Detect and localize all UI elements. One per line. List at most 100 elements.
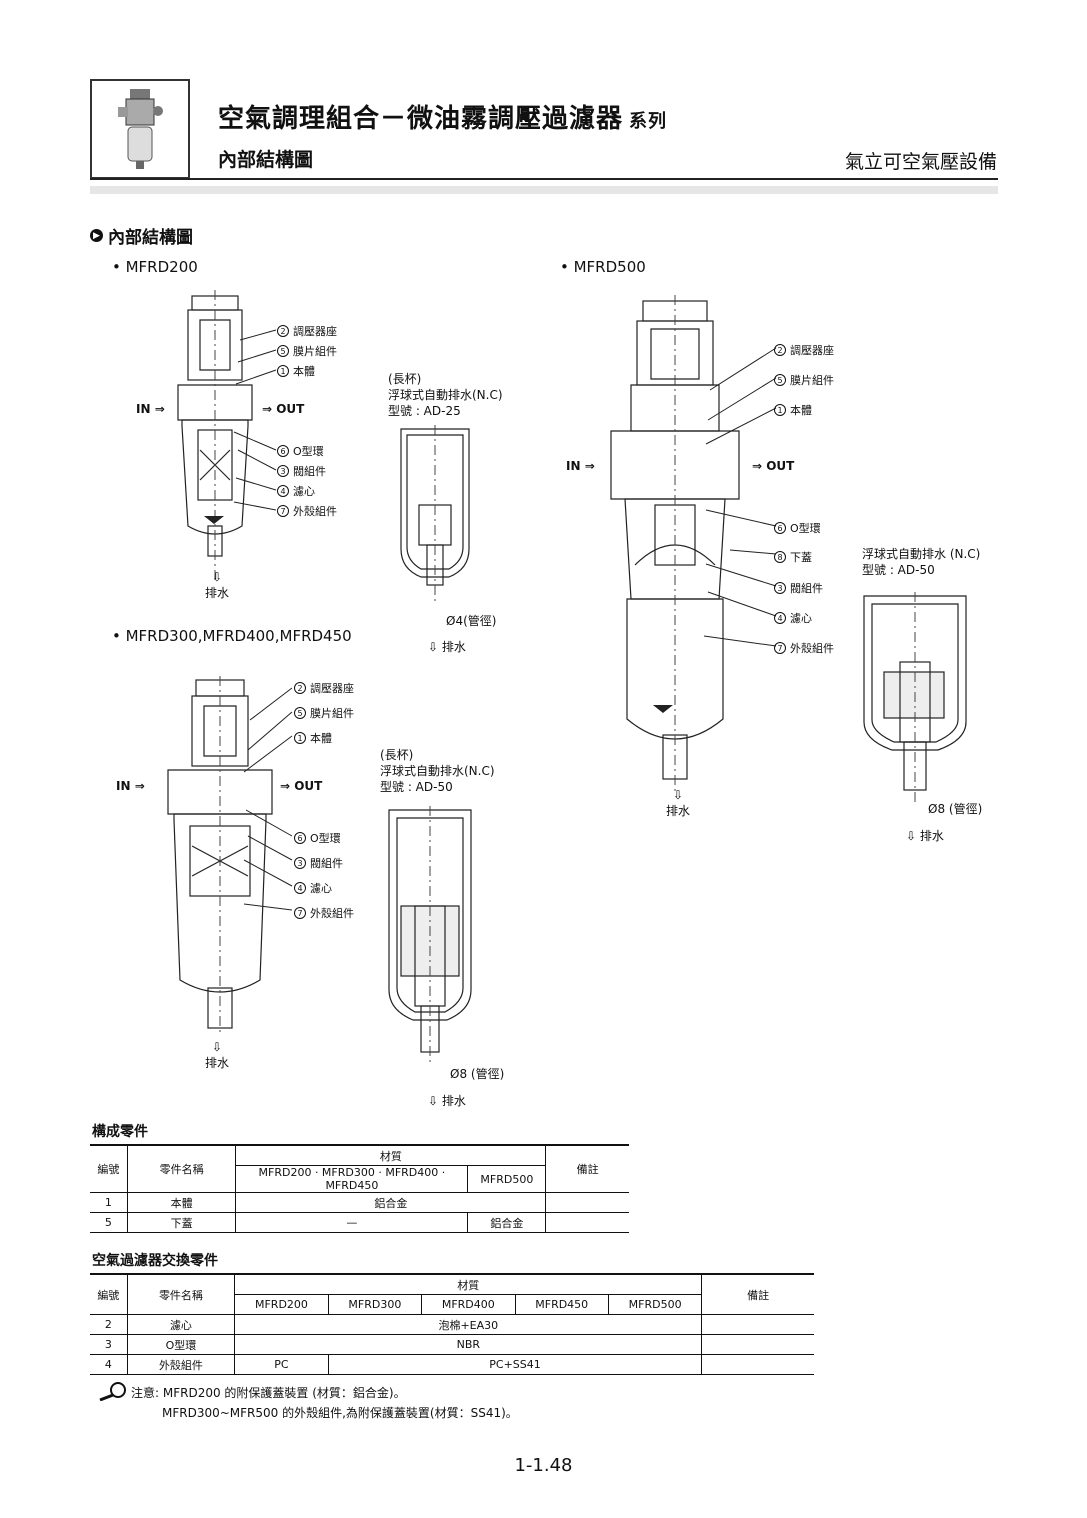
mfrd200-diagram — [177, 290, 253, 580]
company-name: 氣立可空氣壓設備 — [844, 151, 997, 173]
th-model: MFRD300 — [327, 1294, 422, 1315]
page-subtitle: 內部結構圖 — [218, 149, 314, 171]
cell-note — [545, 1212, 629, 1233]
table-row: 5 下蓋 — 鋁合金 — [90, 1212, 629, 1233]
th-model: MFRD500 — [607, 1294, 702, 1315]
page-title: 空氣調理組合－微油霧調壓過濾器系列 — [218, 104, 668, 134]
th-note: 備註 — [701, 1273, 814, 1315]
drain-note-ad50-a: (長杯) 浮球式自動排水(N.C) 型號 : AD-50 — [380, 748, 495, 794]
ad50-cup-diagram-b — [863, 592, 967, 802]
th-no: 編號 — [90, 1144, 128, 1193]
model-label-mfrd500: • MFRD500 — [560, 258, 646, 276]
cell-name: 濾心 — [126, 1314, 235, 1335]
table-row: 4 外殼組件 PC PC+SS41 — [90, 1354, 814, 1375]
cell-no: 3 — [90, 1334, 128, 1355]
product-thumbnail — [90, 79, 190, 179]
cell-note — [701, 1354, 814, 1375]
note-block: 注意: MFRD200 的附保護蓋裝置 (材質：鋁合金)。 MFRD300~MF… — [131, 1383, 518, 1423]
drain-label-ad50-a: ⇩ 排水 — [428, 1094, 466, 1108]
cell-note — [545, 1192, 629, 1213]
cell-name: O型環 — [126, 1334, 235, 1355]
th-no: 編號 — [90, 1273, 128, 1315]
note-line-2: MFRD300~MFR500 的外殼組件,為附保護蓋裝置(材質：SS41)。 — [162, 1406, 518, 1420]
out-port-label: ⇒ OUT — [262, 402, 305, 416]
cell-material: — — [235, 1212, 468, 1233]
pipe-size-ad25: Ø4(管徑) — [446, 614, 497, 628]
magnifier-icon — [99, 1382, 126, 1401]
drain-label-ad50-b: ⇩ 排水 — [906, 829, 944, 843]
th-material: 材質 — [234, 1273, 702, 1295]
cell-no: 5 — [90, 1212, 128, 1233]
cell-name: 下蓋 — [126, 1212, 236, 1233]
cell-material: 鋁合金 — [235, 1192, 546, 1213]
th-name: 零件名稱 — [126, 1273, 235, 1315]
mfrd300-leader-lines — [243, 687, 293, 911]
drain-label-200: ⇩排水 — [205, 570, 230, 600]
cell-material: PC+SS41 — [327, 1354, 702, 1375]
cell-no: 1 — [90, 1192, 128, 1213]
out-port-label: ⇒ OUT — [280, 779, 323, 793]
drain-note-ad25: (長杯) 浮球式自動排水(N.C) 型號 : AD-25 — [388, 372, 503, 418]
ad25-cup-diagram — [400, 425, 470, 605]
components-table: 編號 零件名稱 材質 備註 MFRD200 · MFRD300 · MFRD40… — [90, 1144, 629, 1233]
cell-no: 4 — [90, 1354, 128, 1375]
table2-title: 空氣過濾器交換零件 — [92, 1253, 218, 1269]
drain-label-500: ⇩排水 — [666, 788, 691, 818]
cell-material: 泡棉+EA30 — [234, 1314, 702, 1335]
in-port-label: IN ⇒ — [566, 459, 595, 473]
cell-name: 外殼組件 — [126, 1354, 235, 1375]
th-material-sub2: MFRD500 — [467, 1165, 546, 1193]
th-note: 備註 — [545, 1144, 629, 1193]
cell-no: 2 — [90, 1314, 128, 1335]
th-name: 零件名稱 — [126, 1144, 236, 1193]
th-model: MFRD200 — [234, 1294, 329, 1315]
th-model: MFRD450 — [514, 1294, 609, 1315]
replacement-parts-table: 編號 零件名稱 材質 備註 MFRD200 MFRD300 MFRD400 MF… — [90, 1273, 814, 1375]
pipe-size-ad50-b: Ø8 (管徑) — [928, 802, 983, 816]
header-divider — [90, 178, 998, 180]
table-row: 1 本體 鋁合金 — [90, 1192, 629, 1213]
section-heading: ▶ 內部結構圖 — [90, 223, 193, 248]
mfrd300-diagram — [167, 676, 273, 1036]
cell-name: 本體 — [126, 1192, 236, 1213]
note-line-1: 注意: MFRD200 的附保護蓋裝置 (材質：鋁合金)。 — [131, 1386, 406, 1400]
table-row: 3 O型環 NBR — [90, 1334, 814, 1355]
in-port-label: IN ⇒ — [116, 779, 145, 793]
filter-regulator-icon — [118, 89, 163, 169]
cell-note — [701, 1334, 814, 1355]
mfrd200-leader-lines — [233, 329, 277, 511]
play-bullet-icon: ▶ — [90, 229, 103, 242]
cell-note — [701, 1314, 814, 1335]
drain-label-300: ⇩排水 — [205, 1040, 230, 1070]
mfrd500-diagram — [610, 295, 740, 795]
drain-label-ad25: ⇩ 排水 — [428, 640, 466, 654]
drain-note-ad50-b: 浮球式自動排水 (N.C) 型號 : AD-50 — [862, 547, 981, 577]
cell-material: 鋁合金 — [467, 1212, 546, 1233]
cell-material: PC — [234, 1354, 329, 1375]
th-material: 材質 — [235, 1144, 546, 1166]
header-band — [90, 186, 998, 194]
model-label-mfrd300: • MFRD300,MFRD400,MFRD450 — [112, 627, 352, 645]
th-material-sub1: MFRD200 · MFRD300 · MFRD400 · MFRD450 — [235, 1165, 468, 1193]
